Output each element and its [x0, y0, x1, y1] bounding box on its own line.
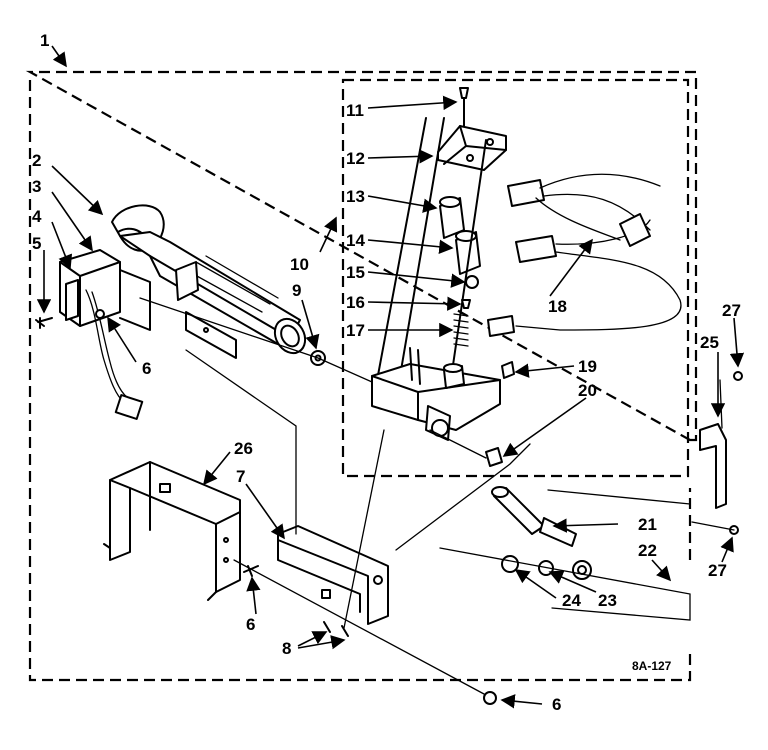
- screw-6-bottom: [483, 691, 497, 705]
- callout-5: 5: [32, 234, 41, 253]
- callout-24: 24: [562, 591, 581, 610]
- gas-valve: [371, 87, 515, 467]
- leader-lines: [36, 45, 745, 709]
- callout-20: 20: [578, 381, 597, 400]
- callout-4: 4: [32, 207, 42, 226]
- callout-12: 12: [346, 149, 365, 168]
- callout-17: 17: [346, 321, 365, 340]
- callout-10: 10: [290, 255, 309, 274]
- callout-9: 9: [292, 281, 301, 300]
- callout-26: 26: [234, 439, 253, 458]
- callout-22: 22: [638, 541, 657, 560]
- callout-7: 7: [236, 467, 245, 486]
- callout-3: 3: [32, 177, 41, 196]
- callout-8: 8: [282, 639, 291, 658]
- outer-assembly-boundary: [25, 70, 698, 682]
- assembly-lines: [139, 297, 735, 695]
- callout-16: 16: [346, 293, 365, 312]
- callout-23: 23: [598, 591, 617, 610]
- callout-labels: 1 2 3 4 5 6 9 10 11 12 13 14 15 16 17 18…: [32, 31, 741, 714]
- callout-6a: 6: [142, 359, 151, 378]
- igniter-mount: [35, 249, 151, 420]
- callout-27b: 27: [708, 561, 727, 580]
- side-bracket-25: [699, 371, 743, 535]
- drawing-code: 8A-127: [632, 659, 672, 673]
- callout-19: 19: [578, 357, 597, 376]
- callout-18: 18: [548, 297, 567, 316]
- callout-6b: 6: [246, 615, 255, 634]
- mounting-bracket-26: [103, 461, 241, 601]
- burner-assembly: [111, 204, 307, 359]
- valve-assembly-boundary: [341, 78, 690, 478]
- callout-11: 11: [346, 101, 364, 120]
- mounting-bracket-7: [243, 525, 389, 637]
- callout-6c: 6: [552, 695, 561, 714]
- callout-1: 1: [40, 31, 49, 50]
- callout-21: 21: [638, 515, 657, 534]
- callout-14: 14: [346, 231, 365, 250]
- gas-fittings: [491, 486, 592, 580]
- callout-13: 13: [346, 187, 365, 206]
- wire-harness: [487, 173, 682, 337]
- callout-25: 25: [700, 333, 719, 352]
- callout-15: 15: [346, 263, 365, 282]
- callout-27a: 27: [722, 301, 741, 320]
- callout-2: 2: [32, 151, 41, 170]
